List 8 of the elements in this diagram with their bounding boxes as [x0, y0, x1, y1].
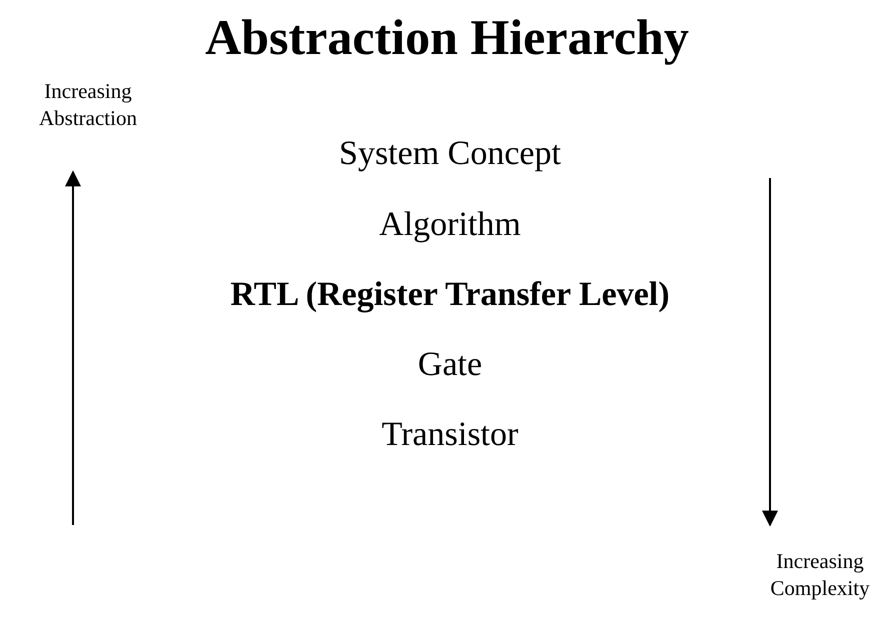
axis-caption: Increasing Abstraction [38, 78, 138, 132]
level-label: Gate [418, 346, 482, 384]
level-label: System Concept [339, 135, 561, 173]
axis-caption: Increasing Complexity [769, 548, 871, 602]
title: Abstraction Hierarchy [205, 8, 689, 66]
level-label: RTL (Register Transfer Level) [230, 276, 670, 314]
level-label: Transistor [382, 416, 518, 454]
level-label: Algorithm [379, 206, 521, 244]
